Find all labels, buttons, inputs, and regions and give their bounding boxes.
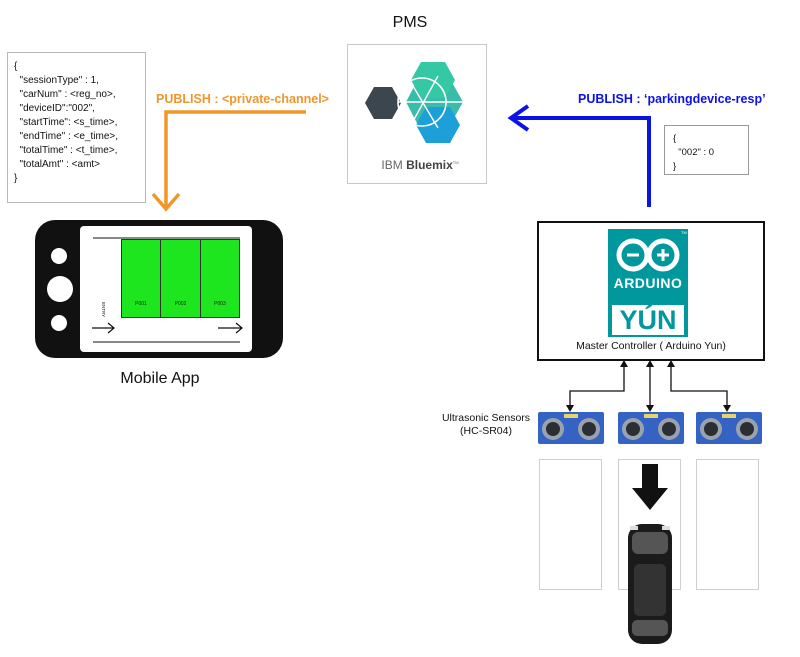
car-entering-icon: [628, 464, 672, 644]
ultrasonic-sensors-label-line1: Ultrasonic Sensors: [441, 412, 531, 424]
bluemix-logo-icon: [365, 62, 463, 143]
sensor-link-right: [670, 362, 728, 410]
response-json-box: { "002" : 0 }: [664, 125, 749, 175]
blue-arrow-head: [507, 104, 530, 132]
parking-slot-p003[interactable]: P003: [200, 239, 240, 318]
ultrasonic-sensor-left-icon: [538, 412, 604, 444]
bluemix-text-bold: Bluemix: [406, 158, 453, 172]
mobile-app-label: Mobile App: [120, 370, 200, 387]
sensor-array: [538, 412, 762, 444]
phone-home-button-icon: [47, 276, 73, 302]
sensor-link-left: [569, 362, 625, 410]
bluemix-tm: TM: [452, 160, 459, 165]
parking-lanes: [92, 237, 243, 343]
phone-button-bottom-icon: [51, 315, 67, 331]
orange-publish-arrow: [164, 110, 306, 207]
arduino-infinity-icon: [612, 238, 684, 335]
parking-slot-p002[interactable]: P002: [160, 239, 201, 318]
bluemix-text-light: IBM: [381, 158, 407, 172]
ultrasonic-sensor-center-icon: [618, 412, 684, 444]
bluemix-wordmark: IBM BluemixTM: [360, 158, 480, 172]
yun-logo-text: YÚN: [619, 305, 677, 335]
ultrasonic-sensors-label: Ultrasonic Sensors (HC-SR04): [432, 412, 540, 438]
arduino-logo-text: ARDUINO: [613, 275, 683, 291]
arduino-tm: TM: [681, 230, 687, 235]
ultrasonic-sensors-label-line2: (HC-SR04): [460, 425, 512, 437]
publish-private-channel-label: PUBLISH : <private-channel>: [156, 92, 329, 106]
orange-arrow-head: [151, 192, 181, 212]
pms-label: PMS: [392, 14, 428, 31]
ultrasonic-sensor-right-icon: [696, 412, 762, 444]
blue-publish-arrow: [512, 116, 651, 207]
parking-bay-right: [696, 459, 759, 590]
master-controller-label: Master Controller ( Arduino Yun): [576, 340, 726, 352]
parking-slot-p001[interactable]: P001: [121, 239, 161, 318]
publish-parkingdevice-resp-label: PUBLISH : ‘parkingdevice-resp’: [578, 92, 766, 106]
entry-label: ENTRY: [101, 302, 106, 318]
phone-button-top-icon: [51, 248, 67, 264]
parking-bay-left: [539, 459, 602, 590]
session-json-box: { "sessionType" : 1, "carNum" : <reg_no>…: [7, 52, 146, 203]
